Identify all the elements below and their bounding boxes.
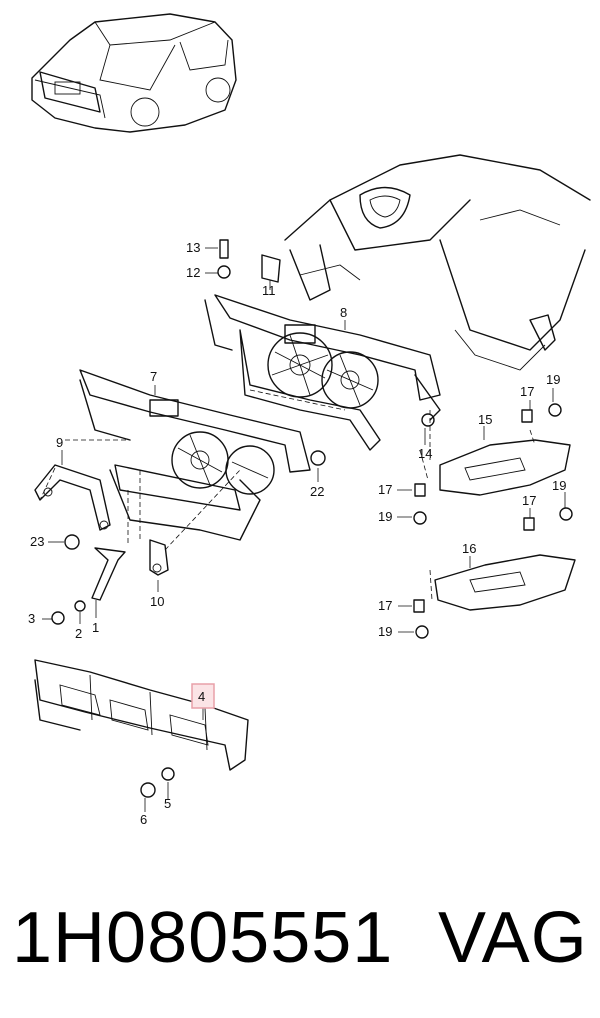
callout-17-c: 17 — [522, 493, 536, 508]
fasteners — [51, 239, 573, 798]
bracket-9 — [34, 464, 111, 531]
callout-19-d: 19 — [378, 624, 392, 639]
callout-13: 13 — [186, 240, 200, 255]
callout-12: 12 — [186, 265, 200, 280]
callout-7: 7 — [150, 369, 157, 384]
callout-2: 2 — [75, 626, 82, 641]
callout-23: 23 — [30, 534, 44, 549]
callout-17-b: 17 — [378, 482, 392, 497]
callout-4-highlight — [191, 683, 215, 709]
callout-6: 6 — [140, 812, 147, 827]
callout-11: 11 — [262, 283, 276, 298]
car-thumbnail — [31, 13, 237, 133]
callout-19-c: 19 — [552, 478, 566, 493]
callout-14: 14 — [418, 446, 432, 461]
strut-1 — [91, 547, 126, 601]
callout-17-d: 17 — [378, 598, 392, 613]
callout-17-a: 17 — [520, 384, 534, 399]
vehicle-body-front — [284, 154, 591, 371]
bracket-10 — [149, 539, 169, 576]
undertray-16 — [434, 554, 576, 611]
callout-19-a: 19 — [546, 372, 560, 387]
undertray-15 — [439, 439, 571, 496]
exploded-parts-diagram: 13 12 11 8 7 9 23 3 2 1 10 22 14 15 17 1… — [28, 13, 591, 827]
part-number: 1H0805551 — [12, 898, 394, 978]
callout-3: 3 — [28, 611, 35, 626]
callout-9: 9 — [56, 435, 63, 450]
callout-5: 5 — [164, 796, 171, 811]
lock-carrier-7 — [79, 369, 311, 541]
callout-22: 22 — [310, 484, 324, 499]
callout-10: 10 — [150, 594, 164, 609]
clip-11 — [261, 254, 281, 283]
cross-member-4 — [34, 659, 249, 771]
brand-name: VAG — [438, 898, 588, 978]
callout-15: 15 — [478, 412, 492, 427]
callout-4: 4 — [198, 689, 205, 704]
callout-1: 1 — [92, 620, 99, 635]
callout-8: 8 — [340, 305, 347, 320]
assembly-lines — [39, 389, 536, 601]
leader-lines — [42, 247, 566, 812]
callout-16: 16 — [462, 541, 476, 556]
callout-labels: 13 12 11 8 7 9 23 3 2 1 10 22 14 15 17 1… — [28, 240, 566, 827]
lock-carrier-8 — [204, 294, 441, 451]
callout-19-b: 19 — [378, 509, 392, 524]
